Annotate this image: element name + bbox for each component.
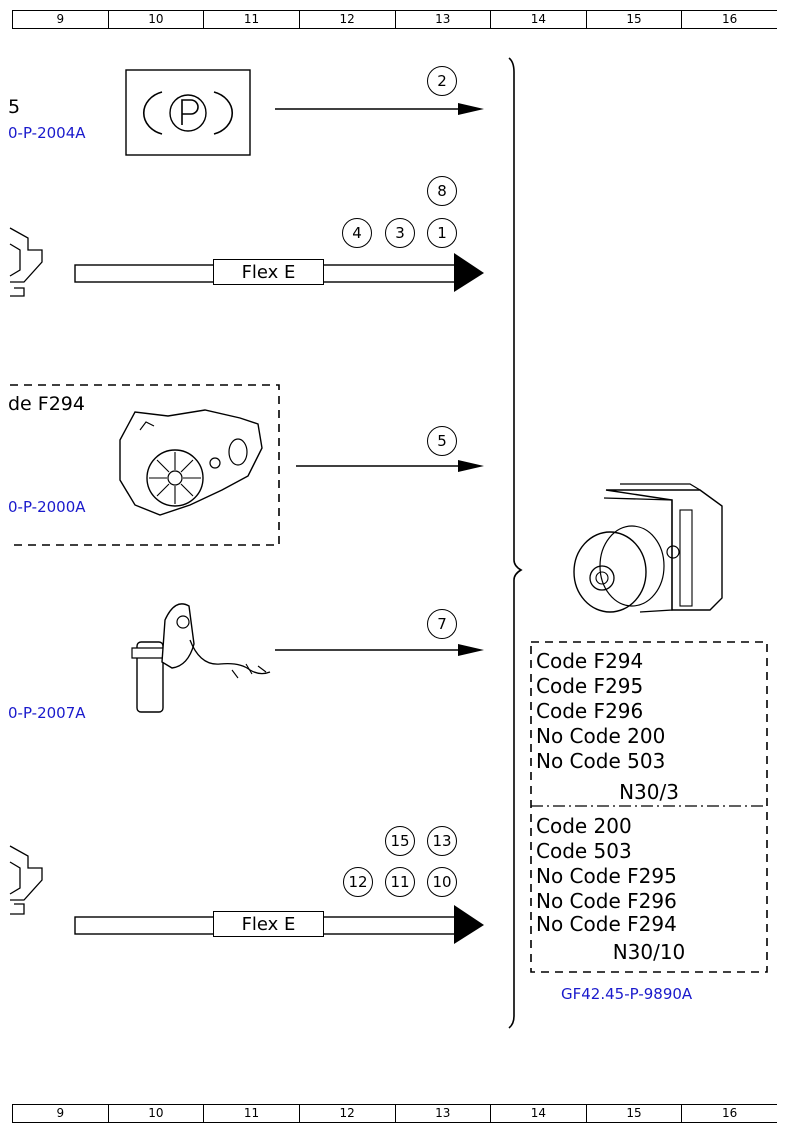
- signal-arrow-motor: [296, 460, 484, 472]
- connection-number: 3: [385, 218, 415, 248]
- signal-arrow-sensor: [275, 644, 484, 656]
- connection-number: 10: [427, 867, 457, 897]
- motor-ref-link[interactable]: 0-P-2000A: [8, 498, 86, 516]
- sensor-icon: [131, 603, 271, 713]
- ruler-col: 11: [203, 1105, 299, 1122]
- bus-label-flex-e: Flex E: [213, 911, 324, 937]
- code-line: No Code F294: [536, 912, 677, 936]
- ruler-col: 9: [12, 1105, 108, 1122]
- ruler-col: 16: [681, 11, 777, 28]
- ruler-col: 14: [490, 1105, 586, 1122]
- ruler-col: 15: [585, 11, 682, 28]
- code-line: Code F296: [536, 699, 644, 723]
- code-line: Code 503: [536, 839, 632, 863]
- code-line: No Code F295: [536, 864, 677, 888]
- connection-number: 13: [427, 826, 457, 856]
- ruler-col: 13: [394, 11, 491, 28]
- control-unit-icon: [573, 483, 723, 613]
- code-line: Code F295: [536, 674, 644, 698]
- ruler-col: 10: [107, 11, 204, 28]
- bus-label-flex-e: Flex E: [213, 259, 324, 285]
- connection-number: 11: [385, 867, 415, 897]
- connection-number: 5: [427, 426, 457, 456]
- connection-number: 1: [427, 218, 457, 248]
- code-box-frame: [530, 641, 768, 973]
- code-line: Code 200: [536, 814, 632, 838]
- motor-code-label: de F294: [8, 393, 85, 415]
- ruler-col: 13: [394, 1105, 491, 1122]
- code-line: No Code F296: [536, 889, 677, 913]
- connection-number: 2: [427, 66, 457, 96]
- ruler-col: 12: [298, 11, 395, 28]
- ruler-col: 12: [298, 1105, 395, 1122]
- grouping-brace: [508, 57, 523, 1029]
- ruler-col: 9: [12, 11, 108, 28]
- connector-icon: [9, 845, 43, 915]
- motor-group-box: [10, 384, 280, 546]
- top-column-ruler: 9 10 11 12 13 14 15 16: [12, 10, 777, 29]
- code-line: Code F294: [536, 649, 644, 673]
- ruler-col: 15: [585, 1105, 682, 1122]
- signal-arrow-parking: [275, 103, 484, 115]
- bottom-column-ruler: 9 10 11 12 13 14 15 16: [12, 1104, 777, 1123]
- connection-number: 15: [385, 826, 415, 856]
- motor-actuator-icon: [119, 409, 263, 516]
- connector-icon: [9, 227, 43, 297]
- ruler-col: 10: [107, 1105, 204, 1122]
- ruler-col: 11: [203, 11, 299, 28]
- ruler-col: 16: [681, 1105, 777, 1122]
- code-line: No Code 503: [536, 749, 666, 773]
- sensor-ref-link[interactable]: 0-P-2007A: [8, 704, 86, 722]
- ruler-col: 14: [490, 11, 586, 28]
- unit-id-label: N30/10: [612, 940, 686, 964]
- parking-unit-ref-link[interactable]: 0-P-2004A: [8, 124, 86, 142]
- code-line: No Code 200: [536, 724, 666, 748]
- unit-id-label: N30/3: [619, 780, 679, 804]
- connection-number: 8: [427, 176, 457, 206]
- control-unit-ref-link[interactable]: GF42.45-P-9890A: [561, 985, 693, 1003]
- connection-number: 4: [342, 218, 372, 248]
- parking-unit-label: 5: [8, 96, 21, 118]
- connection-number: 12: [343, 867, 373, 897]
- parking-brake-p-icon: [125, 69, 251, 156]
- connection-number: 7: [427, 609, 457, 639]
